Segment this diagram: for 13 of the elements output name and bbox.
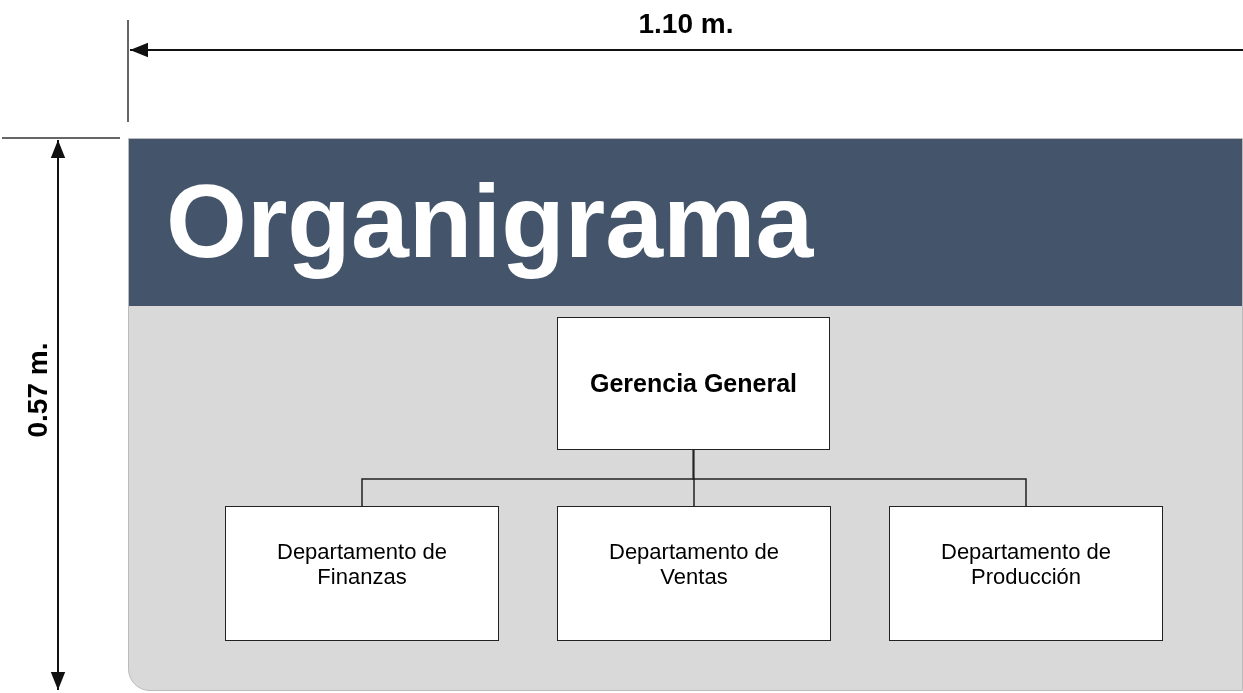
department-box: [557, 506, 831, 641]
connector-line: [692, 449, 1027, 507]
box-label: Departamento de Producción: [940, 538, 1112, 589]
sign-panel: [128, 138, 1243, 691]
box-label: Gerencia General: [589, 369, 798, 398]
sign-heading: Organigrama: [166, 162, 814, 281]
box-label: Departamento de Finanzas: [276, 538, 448, 589]
box-label: Departamento de Ventas: [608, 538, 780, 589]
dimension-label: 1.10 m.: [638, 8, 734, 40]
department-box: [889, 506, 1163, 641]
manager-box: [557, 317, 830, 450]
dimension-label: 0.57 m.: [22, 342, 54, 438]
department-box: [225, 506, 499, 641]
